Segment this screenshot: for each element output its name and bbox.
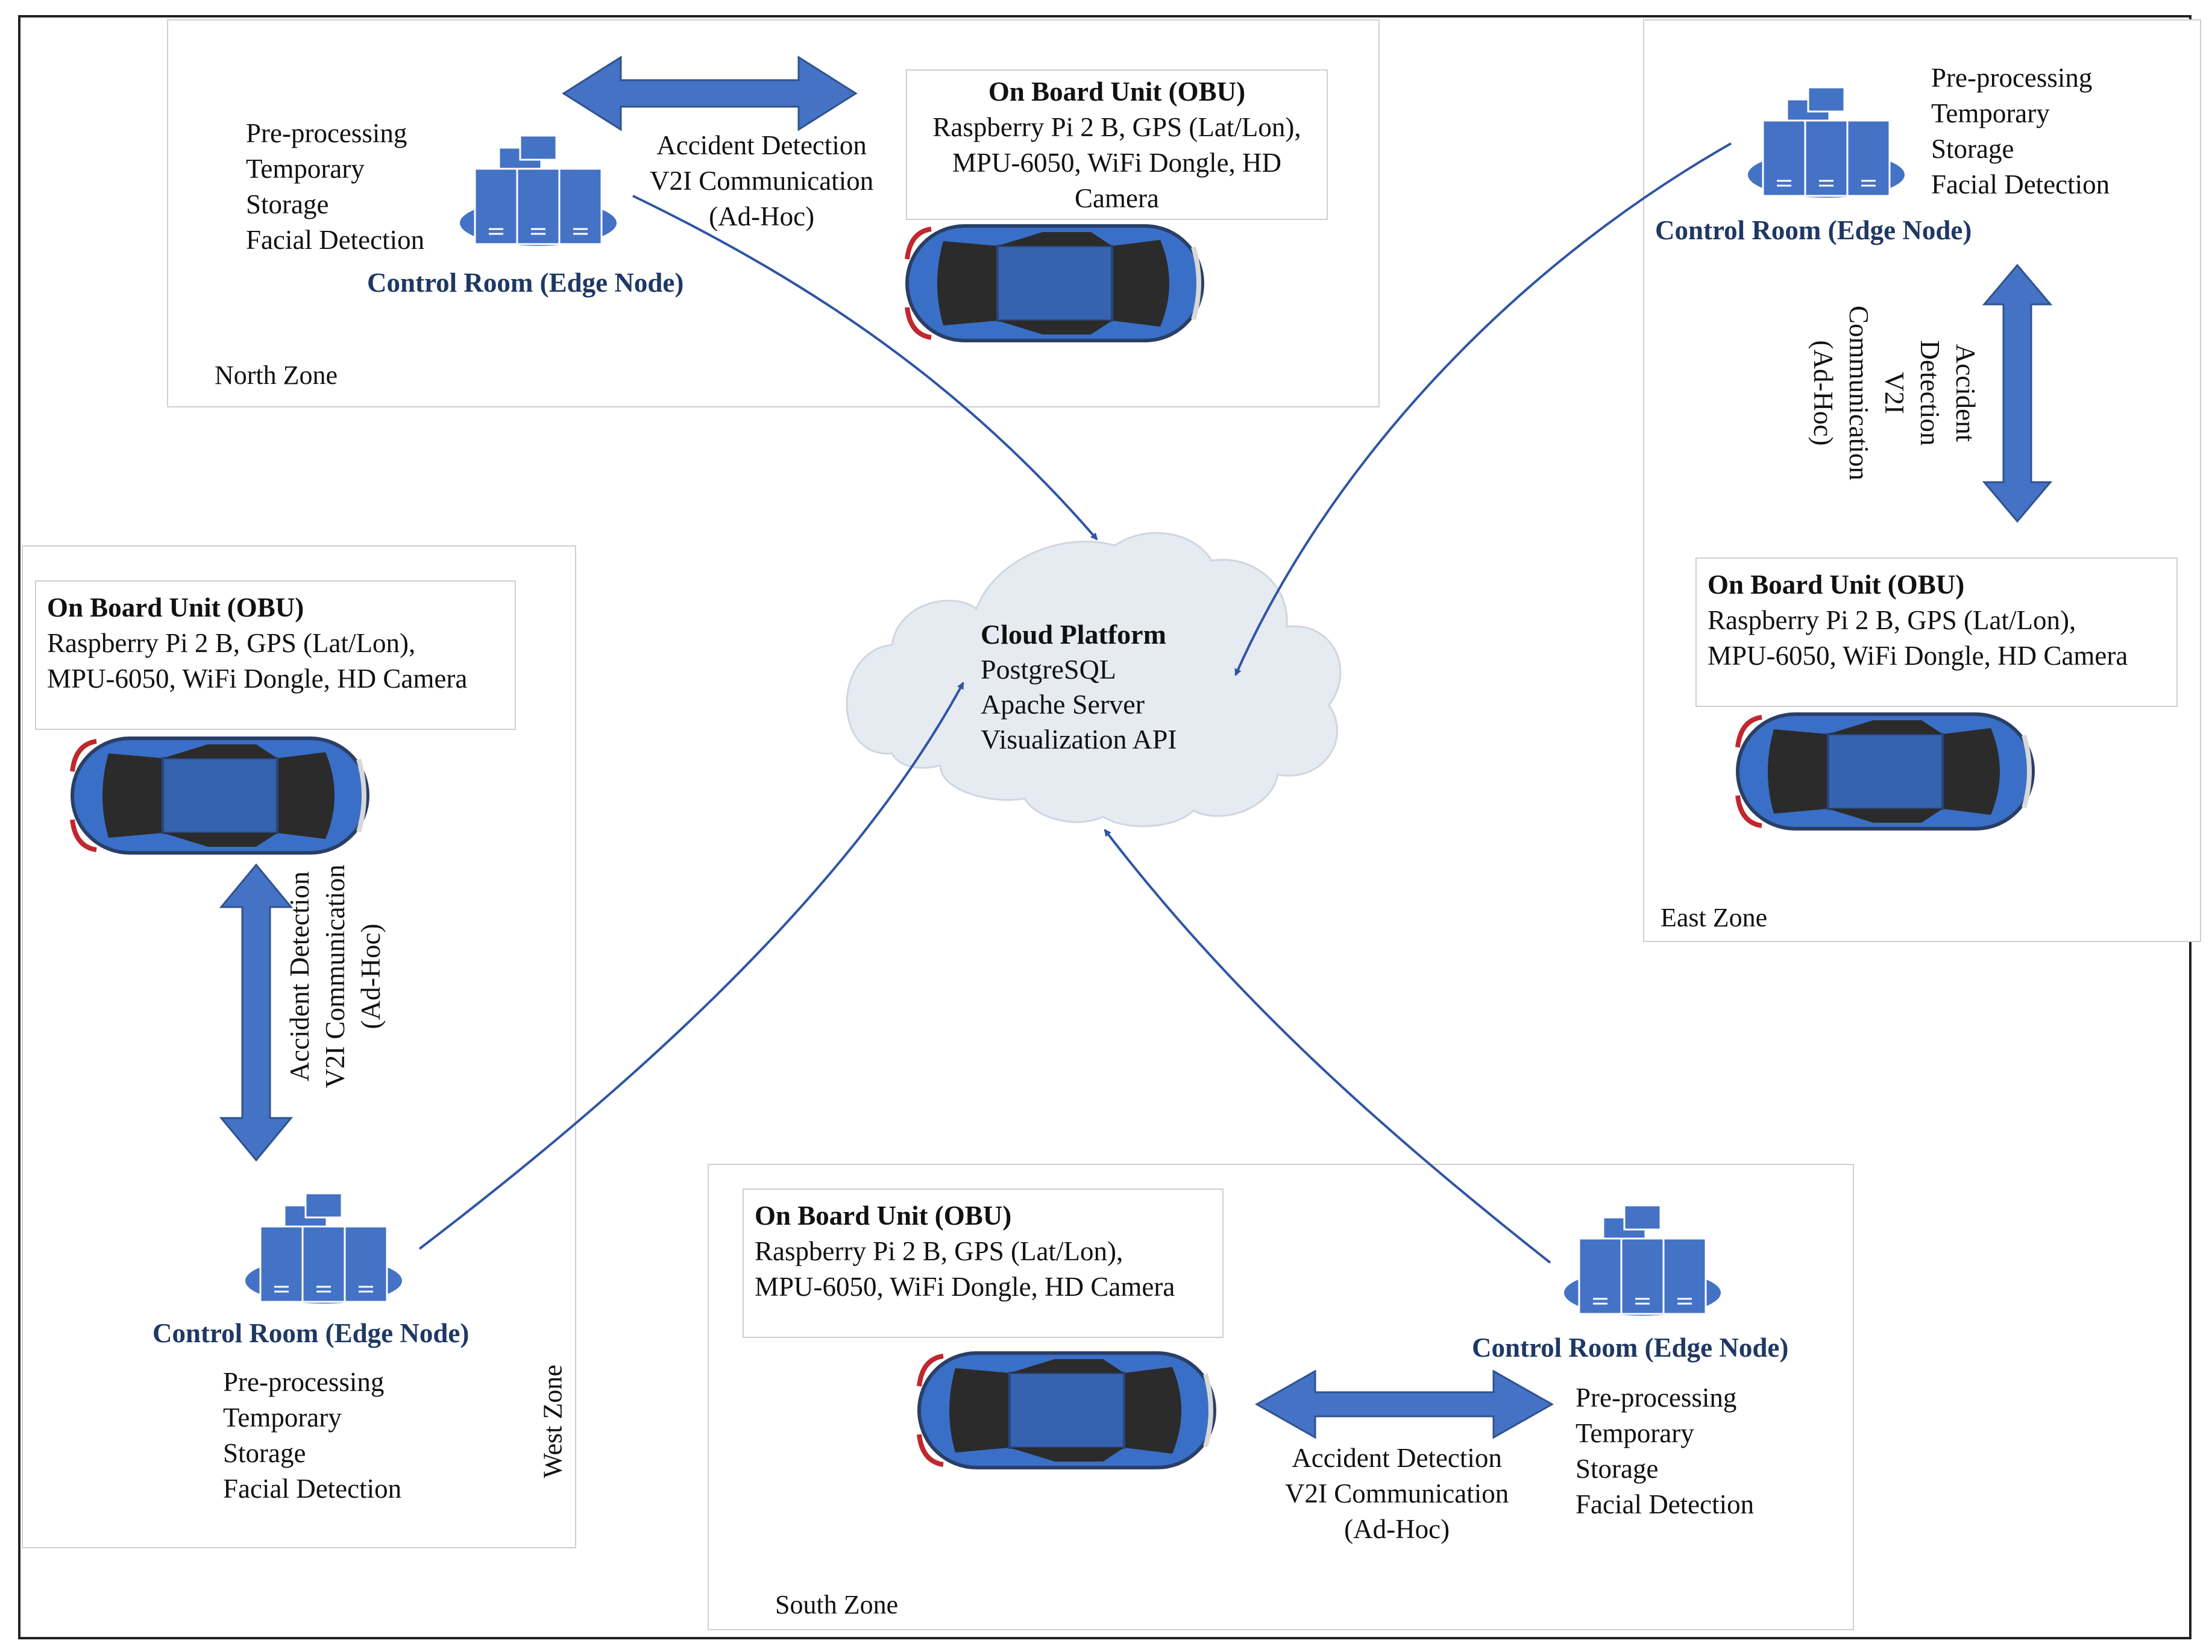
west-control-room-title: Control Room (Edge Node) [152,1318,470,1348]
link-line: Accident [1950,344,1981,442]
link-line: Accident Detection [656,130,867,160]
cloud-line: PostgreSQL [981,654,1116,685]
south-control-room-title: Control Room (Edge Node) [1472,1333,1789,1363]
car-icon [1738,714,2033,829]
north-control-functions: Pre-processing Temporary Storage Facial … [246,116,424,258]
obu-title: On Board Unit (OBU) [755,1201,1012,1231]
server-stack-icon [1747,86,1906,199]
link-line: V2I Communication [1285,1478,1509,1509]
link-line: Accident Detection [1292,1443,1502,1473]
link-line: V2I Communication [650,166,874,196]
link-line: V2I [1879,372,1909,414]
west-link-label: Accident Detection V2I Communication (Ad… [282,864,391,1088]
north-link-label: Accident Detection V2I Communication (Ad… [650,128,873,234]
east-zone-label: East Zone [1661,903,1768,932]
obu-line: Raspberry Pi 2 B, GPS (Lat/Lon), [1708,605,2076,635]
link-line: Accident Detection [284,871,315,1082]
south-zone-label: South Zone [775,1590,899,1619]
south-obu-box: On Board Unit (OBU) Raspberry Pi 2 B, GP… [743,1189,1224,1338]
function-item: Temporary [1576,1418,1694,1448]
function-item: Pre-processing [246,118,407,148]
cloud-line: Visualization API [981,724,1177,755]
cloud-line: Apache Server [981,689,1145,720]
function-item: Storage [1931,134,2014,164]
cloud-platform-text: Cloud Platform PostgreSQL Apache Server … [981,617,1177,757]
car-icon [919,1353,1214,1468]
link-line: (Ad-Hoc) [1808,340,1838,446]
obu-title: On Board Unit (OBU) [47,592,304,623]
south-control-functions: Pre-processing Temporary Storage Facial … [1576,1380,1754,1522]
west-control-functions: Pre-processing Temporary Storage Facial … [223,1365,401,1507]
car-icon [907,226,1202,341]
server-stack-icon [459,134,618,247]
west-obu-box: On Board Unit (OBU) Raspberry Pi 2 B, GP… [35,580,516,730]
function-item: Temporary [1931,98,2050,128]
east-control-functions: Pre-processing Temporary Storage Facial … [1931,60,2110,203]
double-arrow-icon [562,55,858,131]
obu-line: Raspberry Pi 2 B, GPS (Lat/Lon), [932,112,1301,142]
function-item: Pre-processing [1931,63,2093,93]
function-item: Facial Detection [223,1474,402,1504]
link-line: (Ad-Hoc) [356,923,386,1029]
function-item: Facial Detection [1576,1489,1755,1519]
obu-line: MPU-6050, WiFi Dongle, HD Camera [1708,641,2128,671]
obu-line: MPU-6050, WiFi Dongle, HD Camera [47,664,468,694]
north-zone-label: North Zone [215,360,338,390]
double-arrow-icon [219,863,294,1162]
link-line: (Ad-Hoc) [1344,1514,1450,1544]
obu-line: Raspberry Pi 2 B, GPS (Lat/Lon), [47,628,416,658]
east-link-label: Accident Detection V2I Communication (Ad… [1796,306,1995,480]
function-item: Storage [246,189,329,219]
link-line: V2I Communication [320,864,350,1088]
double-arrow-icon [1982,263,2053,523]
south-link-label: Accident Detection V2I Communication (Ad… [1285,1440,1509,1547]
link-line: (Ad-Hoc) [709,201,815,231]
obu-title: On Board Unit (OBU) [988,77,1246,107]
function-item: Pre-processing [1576,1383,1737,1413]
cloud-title: Cloud Platform [981,619,1166,650]
function-item: Temporary [246,154,365,184]
server-stack-icon [1563,1204,1722,1317]
cloud-icon [846,532,1342,828]
link-line: Communication [1844,306,1874,480]
east-control-room-title: Control Room (Edge Node) [1655,215,1972,245]
function-item: Temporary [223,1402,342,1433]
double-arrow-icon [1254,1369,1554,1439]
east-to-cloud-link [1234,142,1732,676]
obu-title: On Board Unit (OBU) [1708,570,1965,600]
north-to-cloud-link [632,195,1098,541]
function-item: Facial Detection [1931,169,2110,199]
function-item: Facial Detection [246,225,425,255]
west-to-cloud-link [418,682,964,1250]
function-item: Pre-processing [223,1367,385,1397]
west-zone-label: West Zone [538,1365,568,1478]
link-line: Detection [1915,340,1945,446]
north-control-room-title: Control Room (Edge Node) [367,268,684,298]
obu-line: MPU-6050, WiFi Dongle, HD Camera [755,1272,1175,1302]
obu-line: Raspberry Pi 2 B, GPS (Lat/Lon), [755,1236,1123,1266]
server-stack-icon [244,1192,403,1305]
east-obu-box: On Board Unit (OBU) Raspberry Pi 2 B, GP… [1695,557,2178,707]
obu-line: MPU-6050, WiFi Dongle, HD [952,148,1282,178]
function-item: Storage [223,1438,306,1468]
function-item: Storage [1576,1454,1659,1484]
obu-line: Camera [1075,183,1159,213]
south-to-cloud-link [1104,829,1551,1264]
north-obu-box: On Board Unit (OBU) Raspberry Pi 2 B, GP… [906,69,1328,220]
